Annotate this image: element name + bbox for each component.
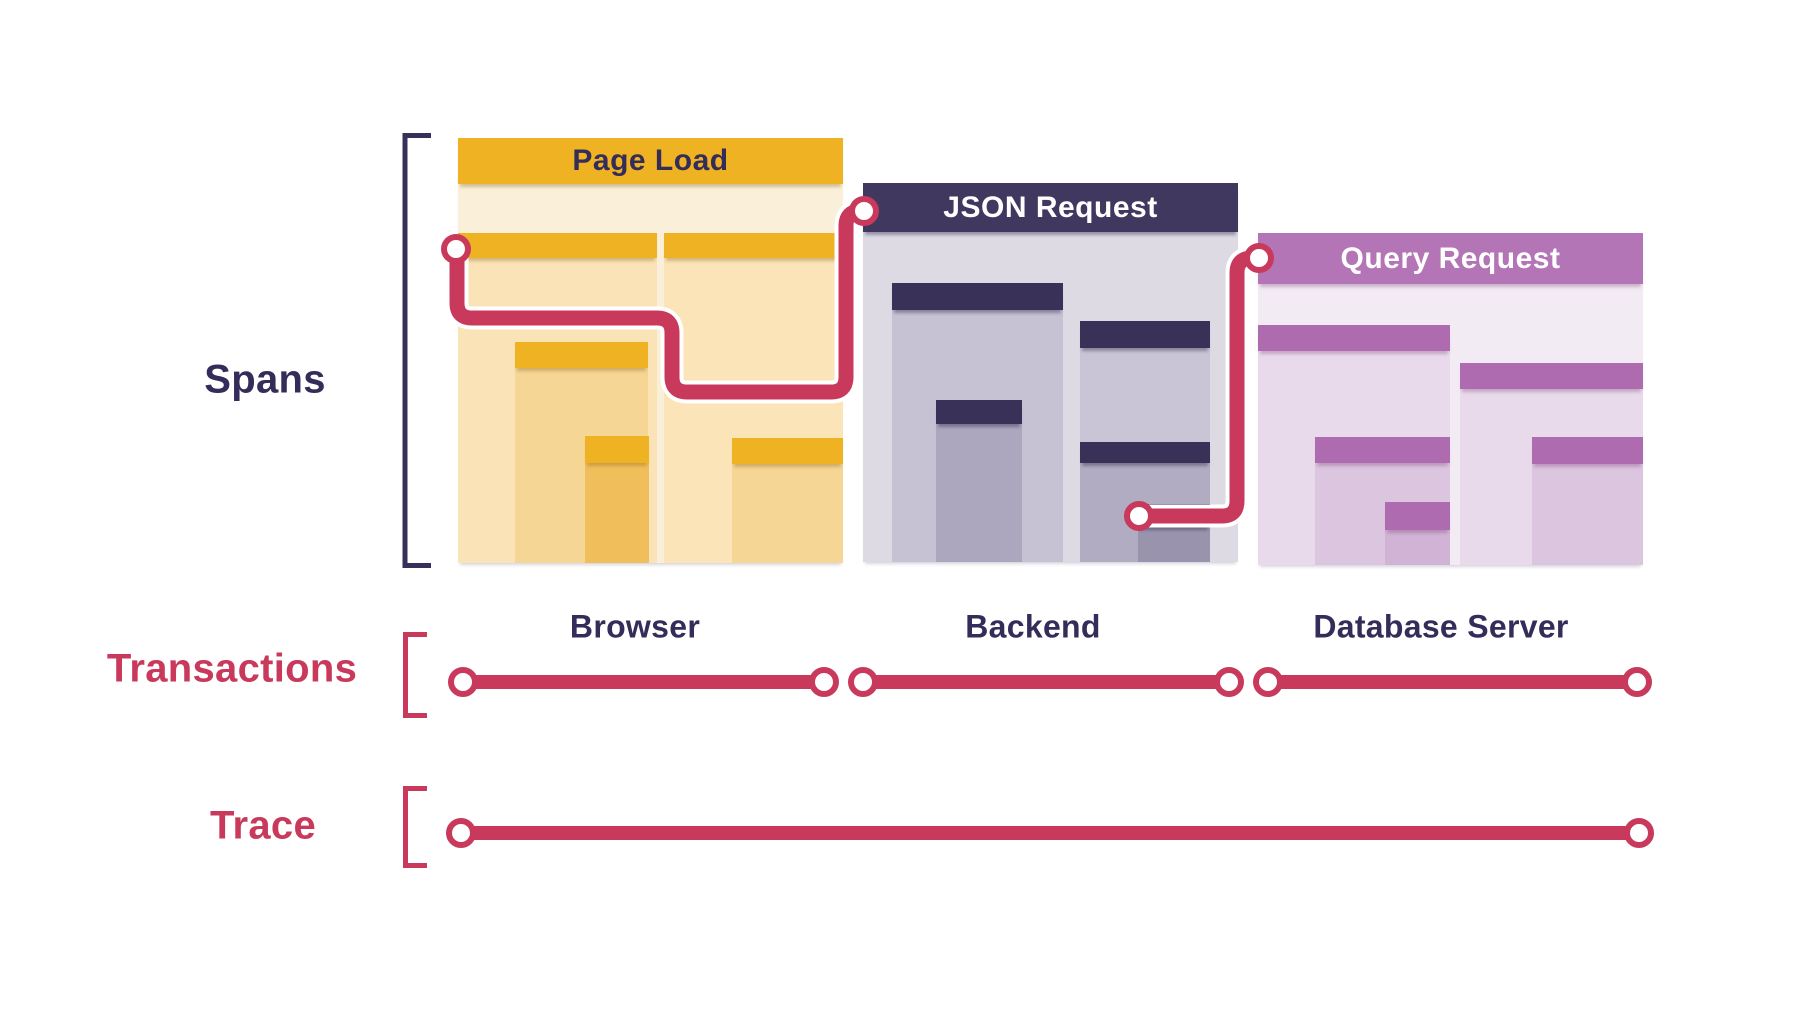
- transaction-backend-end-icon: [1214, 667, 1244, 697]
- span-node-query-request-icon: [1244, 243, 1274, 273]
- page-load-title: Page Load: [572, 144, 729, 177]
- query-span-l-bar: [1258, 325, 1450, 351]
- json-span-r1-bar: [1080, 442, 1210, 463]
- transactions-bracket: [403, 632, 427, 718]
- trace-end-icon: [1624, 818, 1654, 848]
- panel-query-request: Query Request: [1258, 233, 1643, 565]
- page-load-span-a-bar: [458, 233, 657, 258]
- span-node-backend-exit-icon: [1124, 501, 1154, 531]
- page-load-span-a2-bar: [585, 436, 649, 463]
- trace-bracket: [403, 786, 427, 868]
- span-path-2: [1141, 250, 1258, 524]
- json-span-l1-body: [936, 424, 1022, 562]
- page-load-span-b-bar: [664, 233, 843, 258]
- query-request-title: Query Request: [1340, 241, 1561, 275]
- page-load-span-b1-body: [732, 464, 843, 563]
- json-span-r2-body: [1138, 527, 1210, 562]
- query-span-r1-bar: [1532, 437, 1643, 464]
- transaction-backend-start-icon: [848, 667, 878, 697]
- page-load-span-a2-body: [585, 463, 649, 563]
- page-load-span-b1-bar: [732, 438, 843, 464]
- query-span-r-bar: [1460, 363, 1643, 389]
- transaction-browser-end-icon: [809, 667, 839, 697]
- json-span-l1-bar: [936, 400, 1022, 424]
- panel-json-request: JSON Request: [863, 183, 1238, 562]
- trace-start-icon: [446, 818, 476, 848]
- span-node-page-load-icon: [441, 234, 471, 264]
- json-span-l-bar: [892, 283, 1063, 310]
- page-load-span-a1-bar: [515, 342, 648, 368]
- span-path-1-casing: [445, 199, 864, 404]
- spans-bracket: [402, 133, 431, 568]
- query-span-r1-body: [1532, 464, 1643, 565]
- transaction-database-end-icon: [1622, 667, 1652, 697]
- page-load-header: Page Load: [458, 138, 843, 184]
- json-span-r-bar: [1080, 321, 1210, 348]
- json-request-title: JSON Request: [943, 190, 1158, 224]
- query-span-l1-bar: [1315, 437, 1450, 463]
- json-request-header: JSON Request: [863, 183, 1238, 232]
- query-span-l2-bar: [1385, 502, 1450, 530]
- query-span-l2-body: [1385, 530, 1450, 565]
- span-node-json-request-icon: [849, 196, 879, 226]
- transaction-browser-start-icon: [448, 667, 478, 697]
- query-request-header: Query Request: [1258, 233, 1643, 284]
- span-path-1: [449, 203, 864, 400]
- transaction-database-start-icon: [1253, 667, 1283, 697]
